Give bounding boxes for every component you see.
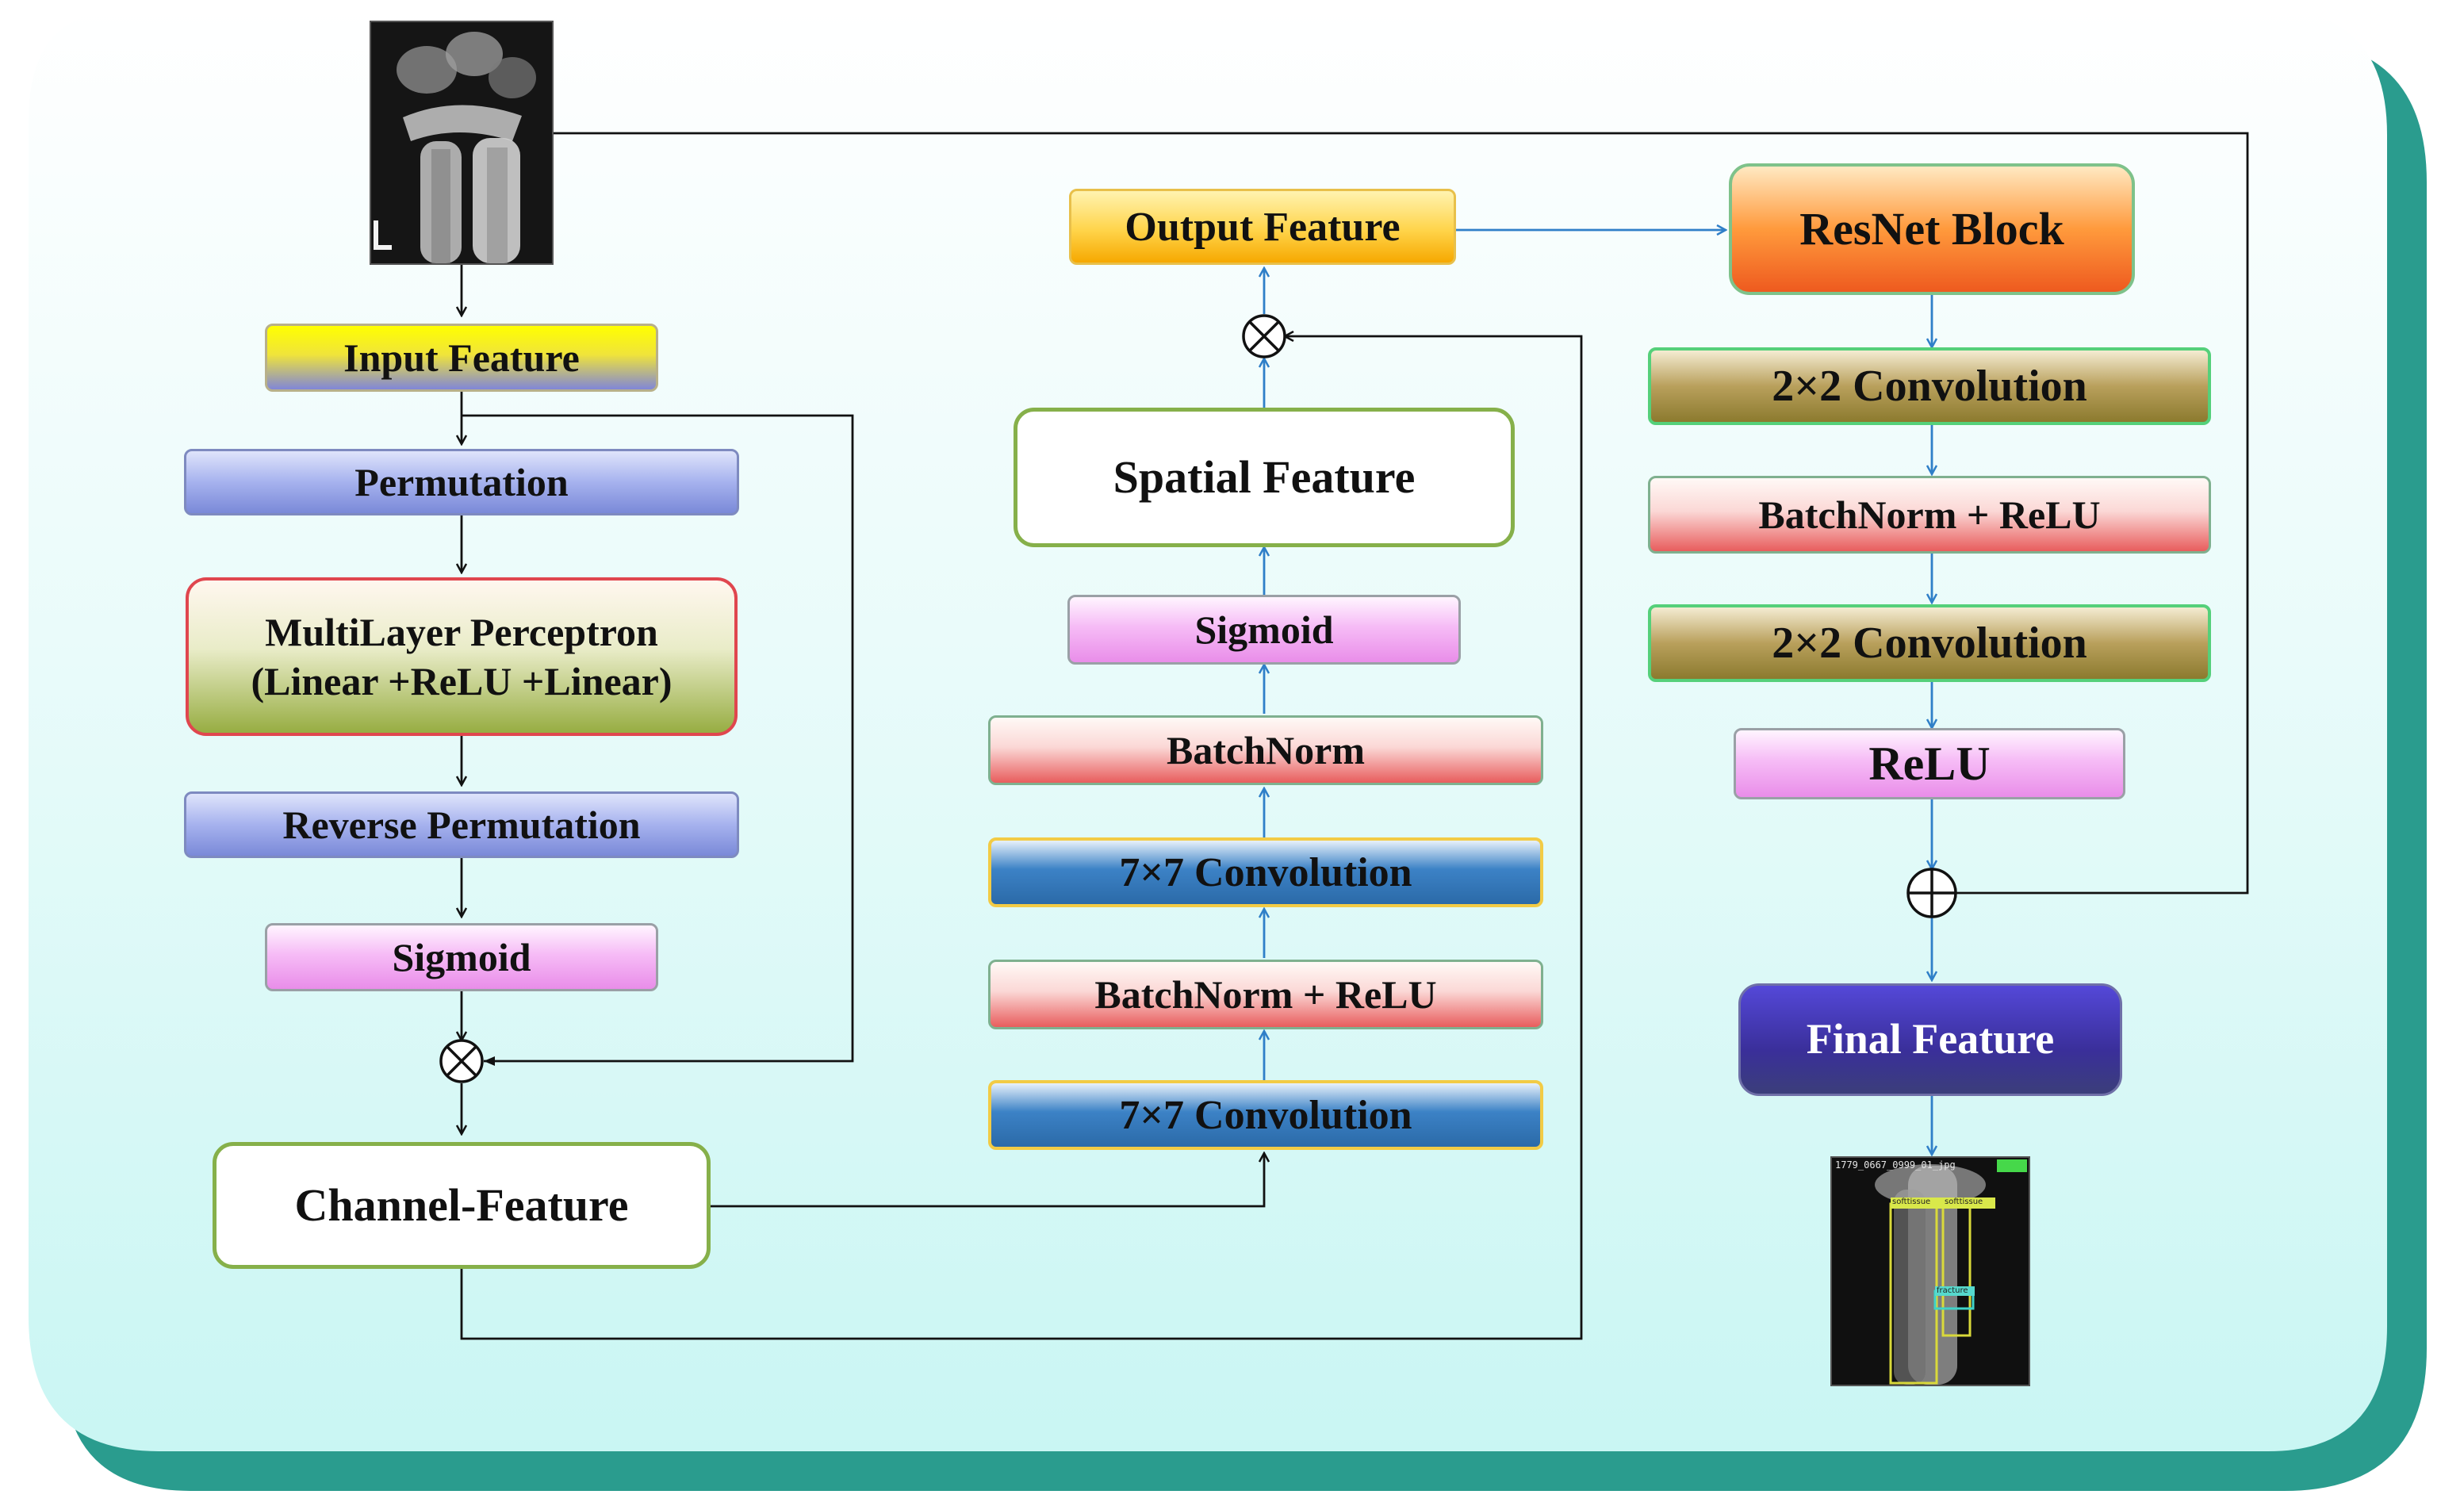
relu-box: ReLU [1734,728,2125,799]
mlp-label-line1: MultiLayer Perceptron [265,609,658,654]
batchnorm-relu-spatial-box: BatchNorm + ReLU [988,960,1543,1029]
channel-feature-label: Channel-Feature [294,1178,629,1231]
detection-xray-icon [1832,1158,2029,1385]
conv7-second-label: 7×7 Convolution [1119,849,1412,895]
sigmoid-spatial-label: Sigmoid [1194,607,1334,652]
spatial-connectors [1264,230,1932,1155]
reverse-permutation-label: Reverse Permutation [282,802,641,847]
output-feature-label: Output Feature [1125,204,1401,250]
multiply-operator-channel [439,1039,484,1083]
conv7-first-box: 7×7 Convolution [988,1080,1543,1150]
input-feature-box: Input Feature [265,324,658,392]
batchnorm-label: BatchNorm [1167,727,1365,772]
channel-connectors [462,132,2249,1340]
spatial-feature-label: Spatial Feature [1113,450,1416,503]
input-feature-label: Input Feature [343,335,580,380]
detection-box-label-3: fracture [1937,1286,1968,1295]
sigmoid-channel-box: Sigmoid [265,923,658,991]
output-feature-box: Output Feature [1069,189,1456,265]
relu-label: ReLU [1868,737,1991,790]
conv7-first-label: 7×7 Convolution [1119,1092,1412,1138]
batchnorm-relu-spatial-label: BatchNorm + ReLU [1094,971,1437,1017]
add-operator-residual [1906,868,1957,918]
mlp-label-line2: (Linear +ReLU +Linear) [251,659,673,703]
channel-feature-box: Channel-Feature [213,1142,711,1269]
batchnorm-relu-resnet-box: BatchNorm + ReLU [1648,476,2211,554]
conv2-first-box: 2×2 Convolution [1648,347,2211,425]
permutation-label: Permutation [354,459,569,504]
detection-box-label-2: softtissue [1945,1198,1983,1206]
sigmoid-channel-label: Sigmoid [392,934,531,979]
spatial-feature-box: Spatial Feature [1014,408,1515,547]
conv2-second-label: 2×2 Convolution [1772,619,2087,668]
final-feature-box: Final Feature [1738,983,2122,1096]
multiply-operator-spatial [1242,314,1286,358]
wrist-xray-icon [371,22,552,263]
detection-result-image: 1779_0667_0999_01_jpg softtissue softtis… [1830,1156,2030,1386]
input-xray-image [370,21,554,265]
resnet-block-box: ResNet Block [1729,163,2135,295]
mlp-box: MultiLayer Perceptron (Linear +ReLU +Lin… [186,577,738,736]
permutation-box: Permutation [184,449,739,515]
conv2-first-label: 2×2 Convolution [1772,362,2087,411]
detection-box-label-1: softtissue [1892,1198,1931,1206]
final-feature-label: Final Feature [1806,1015,2055,1063]
sigmoid-spatial-box: Sigmoid [1067,595,1461,665]
batchnorm-relu-resnet-label: BatchNorm + ReLU [1758,492,2101,537]
conv7-second-box: 7×7 Convolution [988,837,1543,907]
batchnorm-box: BatchNorm [988,715,1543,785]
reverse-permutation-box: Reverse Permutation [184,791,739,858]
resnet-block-label: ResNet Block [1799,202,2064,255]
detection-header-text: 1779_0667_0999_01_jpg [1835,1159,1956,1171]
conv2-second-box: 2×2 Convolution [1648,604,2211,682]
